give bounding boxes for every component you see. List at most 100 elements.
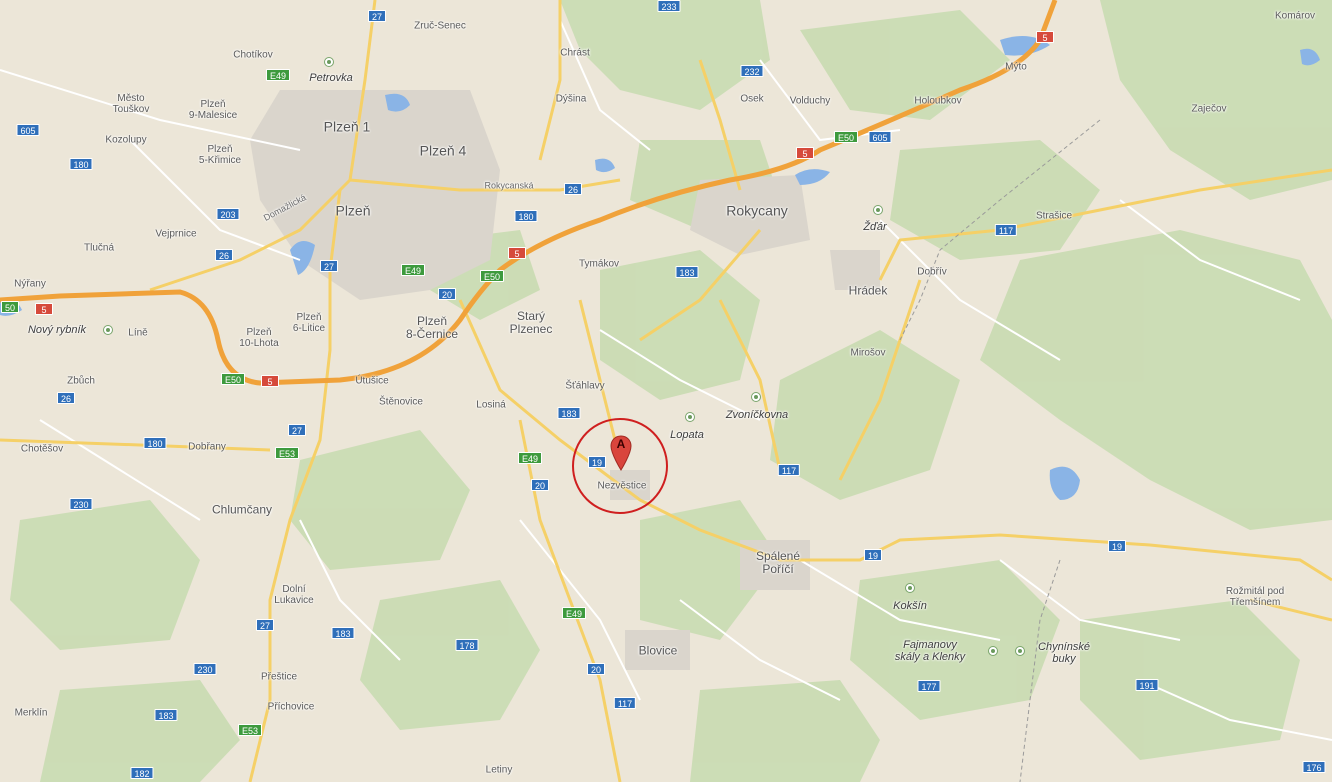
park-icon[interactable]	[988, 646, 998, 656]
place-osek: Osek	[740, 93, 764, 105]
map-pin-icon[interactable]: A	[610, 435, 632, 471]
park-icon[interactable]	[324, 57, 334, 67]
place-nyrany: Nýřany	[14, 278, 46, 290]
road-shield: E49	[400, 264, 426, 276]
place-chrast: Chrást	[560, 47, 590, 59]
road-shield: 20	[437, 288, 457, 300]
place-tlucna: Tlučná	[83, 242, 115, 254]
poi-zdar[interactable]: Žďár	[863, 221, 887, 233]
road-shield: 20	[530, 479, 550, 491]
road-shield: 183	[557, 407, 581, 419]
place-prichovice: Příchovice	[267, 701, 315, 713]
place-zajecov: Zaječov	[1191, 103, 1227, 115]
road-shield: 26	[214, 249, 234, 261]
road-shield: 178	[455, 639, 479, 651]
road-shield: 5	[261, 375, 279, 387]
place-dysina: Dýšina	[555, 93, 587, 105]
park-icon[interactable]	[685, 412, 695, 422]
urban-areas	[250, 90, 880, 670]
place-kozolupy: Kozolupy	[105, 134, 147, 146]
road-shield: 117	[777, 464, 801, 476]
road-shield: 233	[657, 0, 681, 12]
place-komarov: Komárov	[1274, 10, 1316, 22]
place-plzen-1: Plzeň 1	[323, 118, 371, 135]
minor-roads	[0, 19, 1332, 741]
place-vejprnice: Vejprnice	[155, 228, 197, 240]
road-shield: 176	[1302, 761, 1326, 773]
road-shield: E49	[517, 452, 543, 464]
road-shield: 191	[1135, 679, 1159, 691]
road-shield: 27	[319, 260, 339, 272]
place-holoubkov: Holoubkov	[914, 95, 962, 107]
place-dobrany: Dobřany	[188, 441, 226, 453]
road-shield: 19	[1107, 540, 1127, 552]
road-shield: 180	[143, 437, 167, 449]
place-plzen-4: Plzeň 4	[419, 142, 467, 159]
park-icon[interactable]	[103, 325, 113, 335]
place-stahlavy: Šťáhlavy	[565, 380, 605, 392]
forest-areas	[10, 0, 1332, 782]
place-rokycany: Rokycany	[726, 202, 788, 219]
place-blovice: Blovice	[638, 643, 678, 658]
road-shield: 230	[69, 498, 93, 510]
place-strasice: Strašice	[1035, 210, 1073, 222]
road-shield: 117	[613, 697, 637, 709]
place-utusice: Útušice	[355, 375, 389, 387]
place-volduchy: Volduchy	[789, 95, 831, 107]
park-icon[interactable]	[905, 583, 915, 593]
road-shield: 203	[216, 208, 240, 220]
road-shield: E50	[833, 131, 859, 143]
place-zbuch: Zbůch	[67, 375, 95, 387]
park-icon[interactable]	[873, 205, 883, 215]
place-plzen-5: Plzeň 5-Křimice	[198, 144, 242, 166]
place-plzen-10: Plzeň 10-Lhota	[239, 327, 279, 349]
place-myto: Mýto	[1005, 61, 1027, 73]
place-plzen-8: Plzeň 8-Černice	[405, 314, 459, 341]
road-shield: 20	[586, 663, 606, 675]
road-shield: E50	[479, 270, 505, 282]
road-shield: 180	[69, 158, 93, 170]
poi-lopata[interactable]: Lopata	[670, 429, 704, 441]
place-spalene-porici: Spálené Poříčí	[755, 549, 801, 576]
road-shield: 605	[868, 131, 892, 143]
road-shield: 117	[994, 224, 1018, 236]
poi-chyninske[interactable]: Chynínské buky	[1038, 641, 1090, 665]
place-prestice: Přeštice	[260, 671, 298, 683]
street-rokycanska: Rokycanská	[484, 180, 534, 191]
road-shield: E50	[220, 373, 246, 385]
place-zruc-senec: Zruč-Senec	[414, 20, 466, 32]
highlight-circle	[572, 418, 668, 514]
place-chotesov: Chotěšov	[20, 443, 64, 455]
region-boundaries	[899, 119, 1101, 782]
poi-novy-rybnik[interactable]: Nový rybník	[27, 324, 87, 336]
place-stenovice: Štěnovice	[379, 396, 423, 408]
park-icon[interactable]	[1015, 646, 1025, 656]
road-shield: 605	[16, 124, 40, 136]
road-shield: E49	[265, 69, 291, 81]
road-shield: 183	[154, 709, 178, 721]
road-shield: E49	[561, 607, 587, 619]
road-shield: 5	[1036, 31, 1054, 43]
park-icon[interactable]	[751, 392, 761, 402]
place-merklin: Merklín	[14, 707, 48, 719]
poi-koksin[interactable]: Kokšín	[893, 600, 927, 612]
road-shield: 183	[331, 627, 355, 639]
place-hradek: Hrádek	[848, 283, 888, 298]
road-shield: E53	[237, 724, 263, 736]
place-dolni-lukavice: Dolní Lukavice	[274, 584, 314, 606]
road-shield: 5	[35, 303, 53, 315]
place-mesto-touskov: Město Touškov	[112, 93, 150, 115]
road-shield: 19	[863, 549, 883, 561]
place-tymakov: Tymákov	[578, 258, 620, 270]
poi-fajmanovy[interactable]: Fajmanovy skály a Klenky	[894, 639, 966, 663]
poi-zvonickovna[interactable]: Zvoníčkovna	[725, 409, 789, 421]
place-mirosov: Mirošov	[850, 347, 886, 359]
place-stary-plzenec: Starý Plzenec	[509, 309, 553, 336]
road-shield: 50	[0, 301, 20, 313]
road-shield: 182	[130, 767, 154, 779]
place-chlumcany: Chlumčany	[211, 502, 273, 517]
poi-petrovka[interactable]: Petrovka	[309, 72, 353, 84]
road-shield: 230	[193, 663, 217, 675]
